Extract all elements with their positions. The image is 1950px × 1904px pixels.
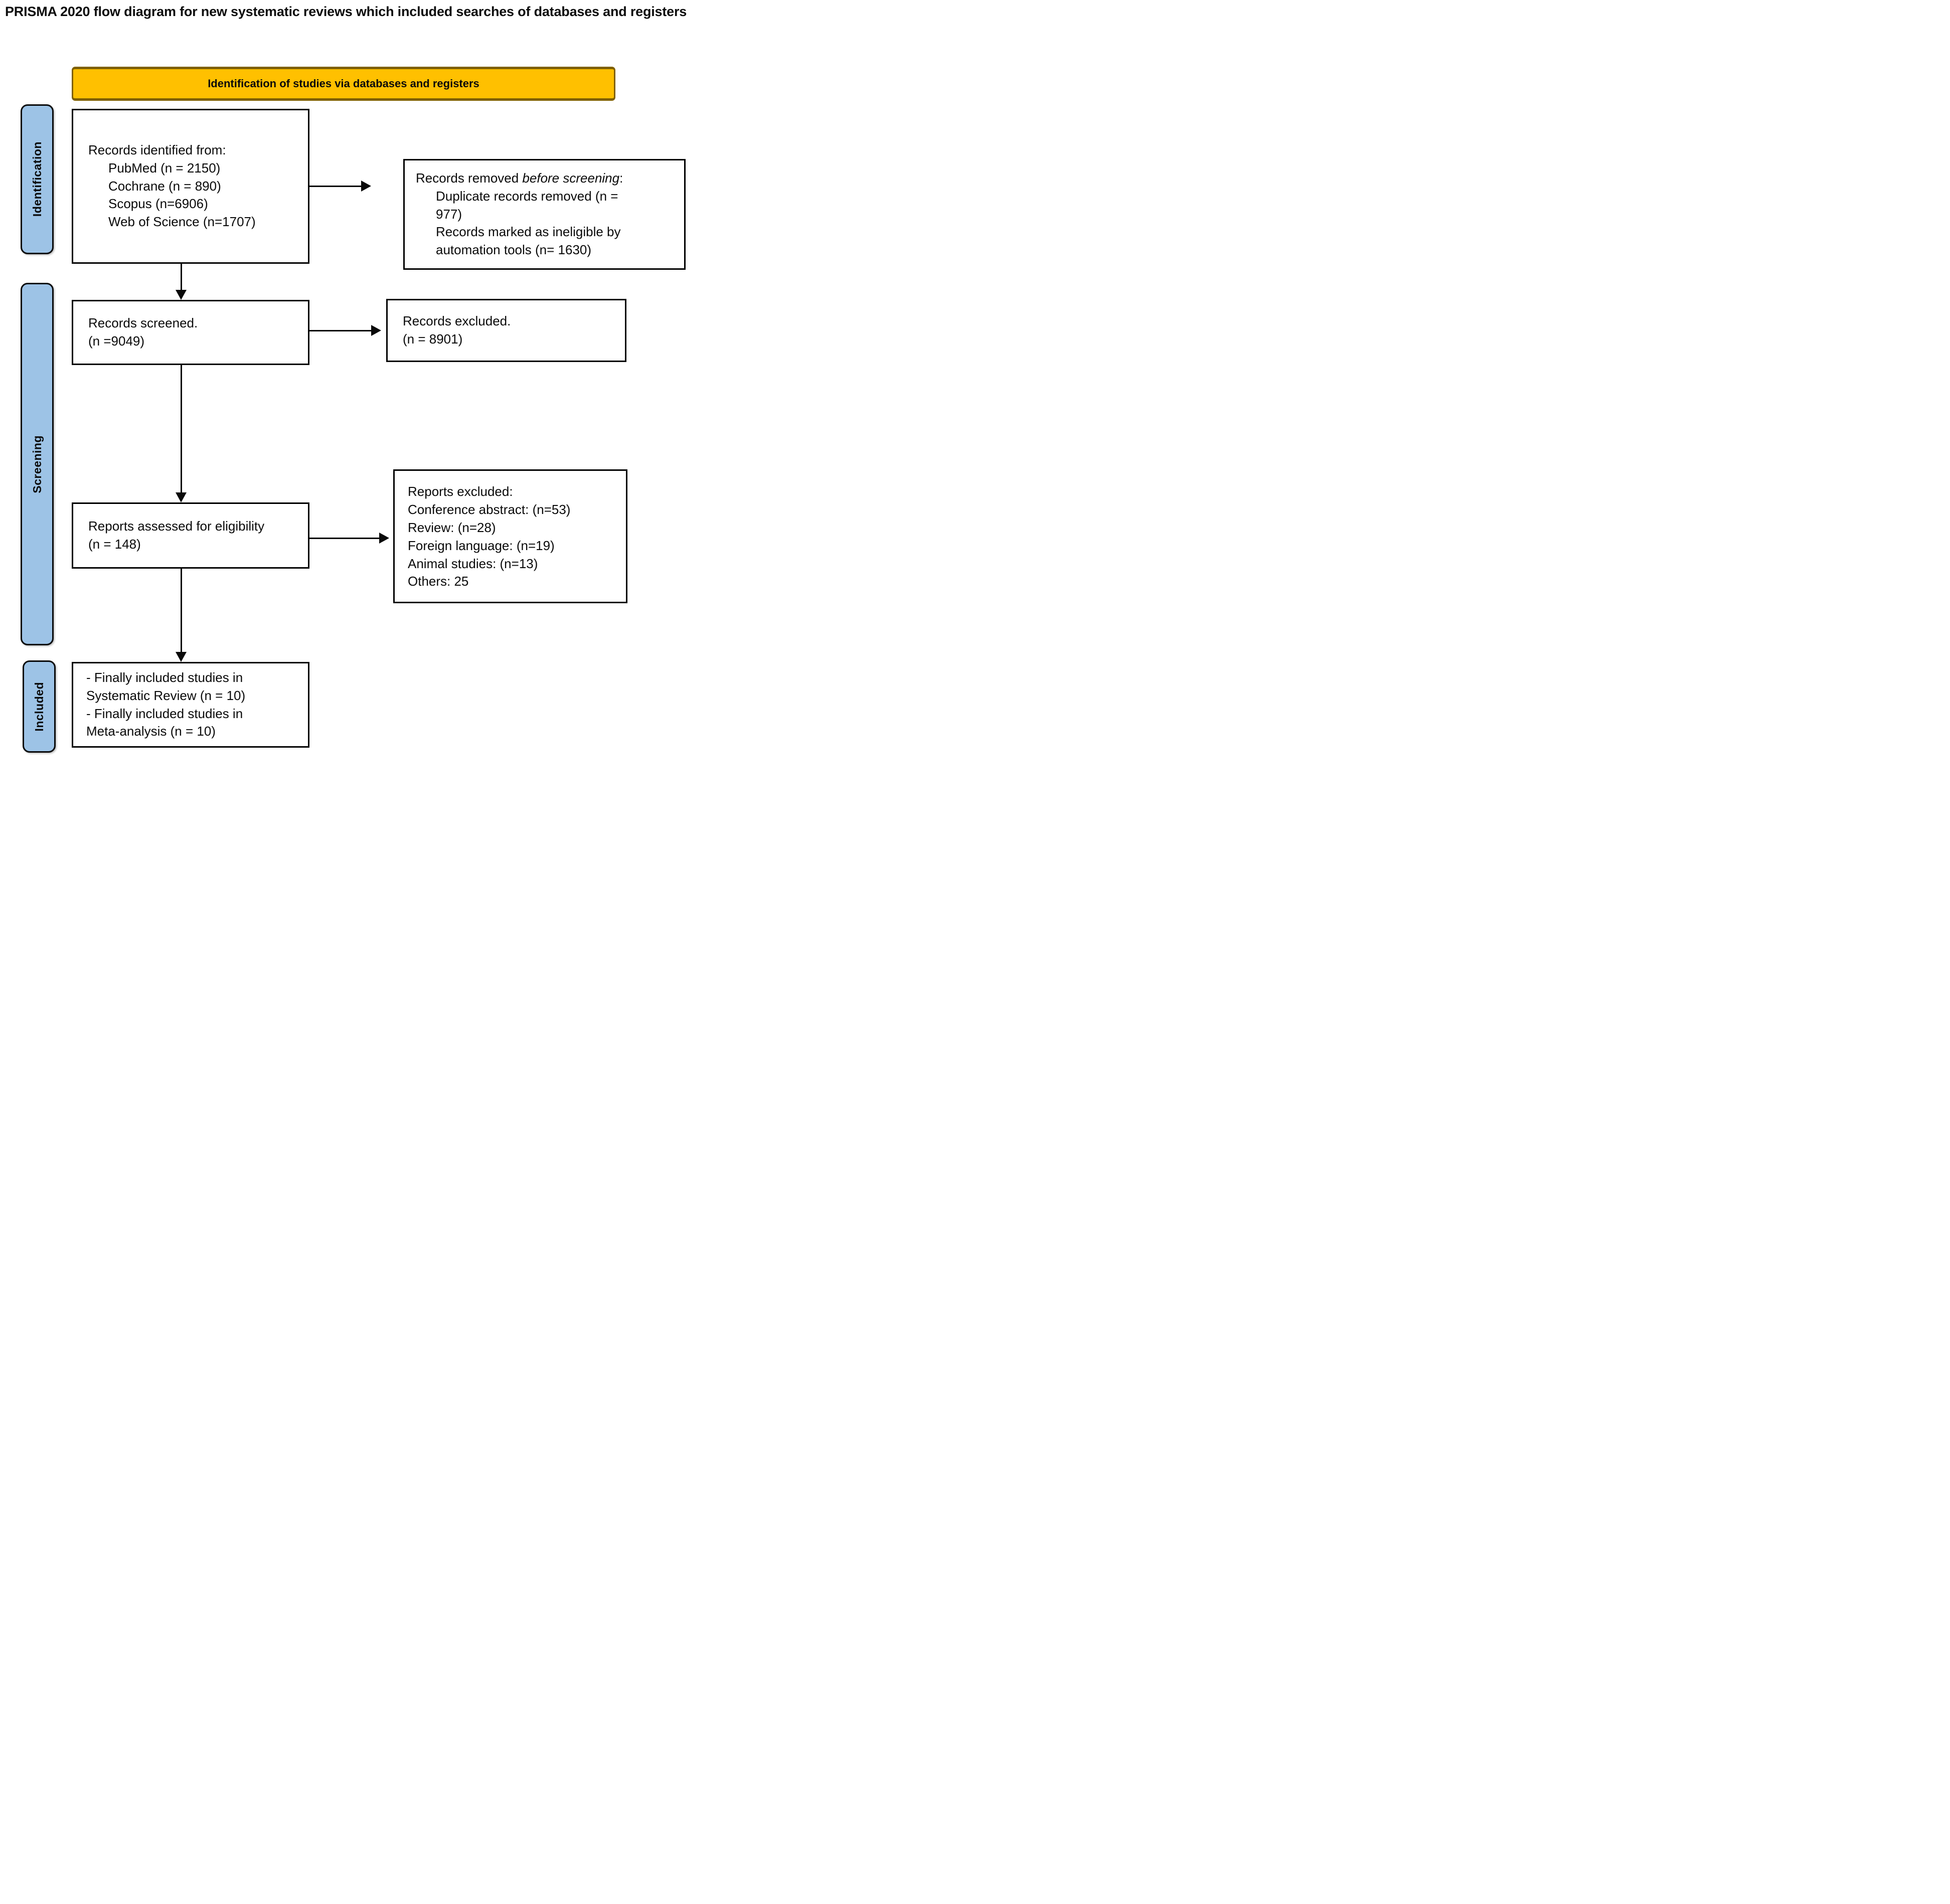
arrow-head [176,652,187,662]
box-records-identified: Records identified from: PubMed (n = 215… [72,109,309,264]
arrow-identified-to-screened [176,264,187,300]
arrow-head [371,325,381,336]
stage-bar-screening: Screening [21,283,54,645]
text-line: Records excluded. [403,313,511,329]
arrow-head [176,290,187,300]
text-segment: Records removed [416,170,523,186]
stage-bar-identification: Identification [21,104,54,254]
box-reports-assessed: Reports assessed for eligibility (n = 14… [72,502,309,569]
text-line: - Finally included studies in [86,706,243,721]
text-line: Cochrane (n = 890) [108,178,221,194]
text-line: Conference abstract: (n=53) [408,501,571,517]
arrow-shaft [309,329,371,331]
text-line: Records screened. [88,315,198,331]
identification-banner-label: Identification of studies via databases … [208,77,479,90]
arrow-shaft [309,537,379,539]
text-line: Records removed before screening: [416,169,684,188]
page-title: PRISMA 2020 flow diagram for new systema… [5,4,687,19]
text-line: Animal studies: (n=13) [408,556,538,571]
arrow-head [361,181,371,192]
text-segment-italic: before screening [522,170,620,186]
text-line: Web of Science (n=1707) [108,214,256,230]
box-records-removed: Records removed before screening: Duplic… [403,159,686,270]
stage-label-screening: Screening [30,435,44,493]
arrow-head [176,492,187,502]
arrow-shaft [180,264,182,290]
box-records-screened: Records screened. (n =9049) [72,300,309,365]
text-line: (n = 148) [88,537,141,552]
text-line: Systematic Review (n = 10) [86,687,246,703]
text-line: (n = 8901) [403,331,463,347]
arrow-assessed-to-included [176,569,187,662]
text-line: Reports excluded: [408,484,513,499]
box-records-excluded: Records excluded. (n = 8901) [386,299,626,362]
prisma-flow-diagram: PRISMA 2020 flow diagram for new systema… [0,0,780,762]
arrow-screened-to-excluded [309,325,381,336]
text-line: Reports assessed for eligibility [88,518,265,534]
stage-label-included: Included [32,681,46,732]
text-line: - Finally included studies in [86,669,243,685]
text-line: Others: 25 [408,574,469,589]
text-segment: : [619,170,623,186]
arrow-shaft [180,569,182,652]
arrow-identified-to-removed [309,181,371,192]
identification-banner: Identification of studies via databases … [72,67,615,101]
text-line: Meta-analysis (n = 10) [86,724,216,739]
arrow-shaft [309,185,361,187]
box-included-studies: - Finally included studies in Systematic… [72,662,309,748]
text-line: Review: (n=28) [408,520,496,535]
text-line: Scopus (n=6906) [108,196,208,212]
arrow-head [379,533,389,544]
text-line: Foreign language: (n=19) [408,538,555,553]
text-line: Duplicate records removed (n = [436,188,618,204]
text-line: automation tools (n= 1630) [436,242,592,258]
stage-bar-included: Included [23,660,56,753]
text-line: PubMed (n = 2150) [108,160,221,176]
arrow-shaft [180,365,182,492]
text-line: (n =9049) [88,333,145,349]
text-line: Records identified from: [88,142,226,157]
box-reports-excluded: Reports excluded: Conference abstract: (… [393,469,627,603]
arrow-screened-to-assessed [176,365,187,502]
text-line: 977) [436,206,462,222]
stage-label-identification: Identification [30,141,44,217]
text-line: Records marked as ineligible by [436,224,621,240]
arrow-assessed-to-reports-excluded [309,533,389,544]
